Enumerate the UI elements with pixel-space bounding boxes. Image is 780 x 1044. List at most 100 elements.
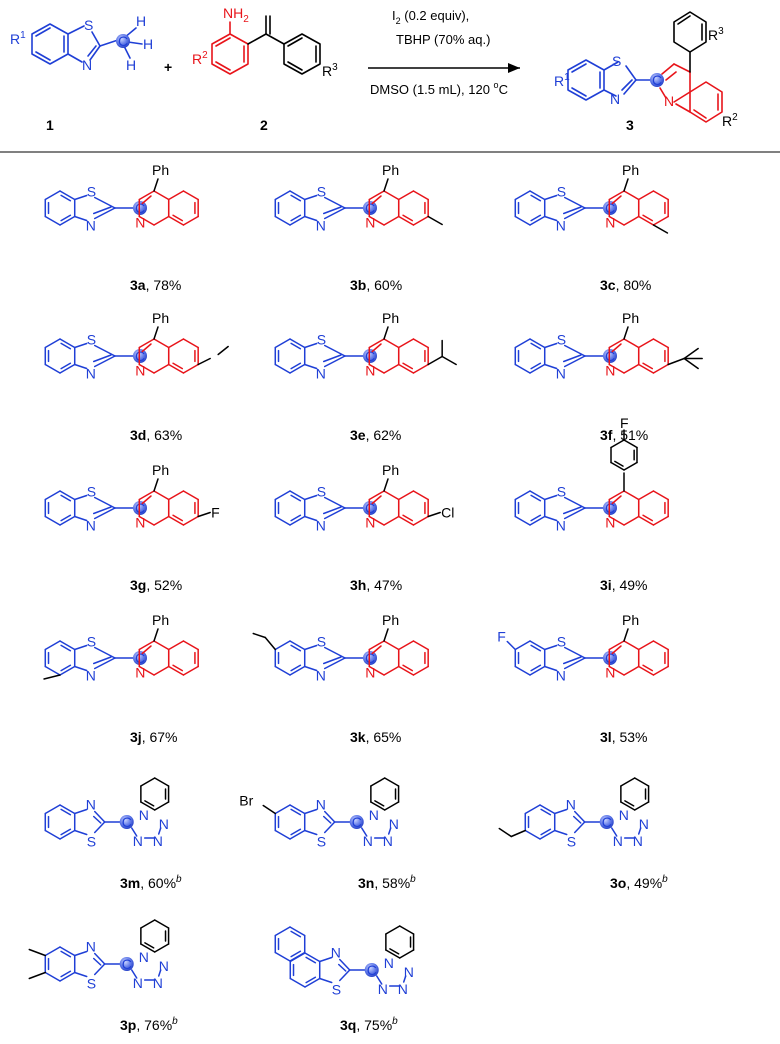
quinoline-bond — [167, 665, 185, 676]
atom-n: N — [605, 515, 615, 531]
atom-h: H — [126, 57, 136, 73]
atom-f: F — [211, 505, 220, 521]
pyridine-bond — [383, 801, 400, 811]
quinoline-bond — [368, 363, 385, 374]
quinoline-bond — [608, 490, 625, 501]
bond — [197, 357, 211, 366]
phenyl-label: Ph — [152, 612, 169, 628]
bond — [543, 194, 558, 201]
bond — [338, 969, 351, 982]
quinoline-bond — [637, 515, 655, 526]
atom-c: C — [135, 500, 145, 516]
atom-c: C — [135, 200, 145, 216]
quinoline-bond — [652, 215, 669, 226]
compound-label: 3f, 51% — [600, 427, 648, 443]
benzothiazole-bond — [274, 363, 291, 374]
atom-n: N — [633, 833, 643, 849]
compound-label: 3k, 65% — [350, 729, 401, 745]
atom-n: N — [86, 518, 96, 534]
atom-n: N — [316, 366, 326, 382]
phenyl-label: Ph — [382, 162, 399, 178]
benzothiazole-bond — [540, 808, 552, 816]
atom-c: C — [365, 200, 375, 216]
pyridine-bond — [370, 801, 386, 811]
quinoline-bond — [383, 363, 400, 374]
atom-c: C — [352, 814, 362, 830]
bond — [383, 478, 389, 492]
bond — [573, 821, 586, 834]
benzothiazole-bond — [59, 338, 76, 349]
quinoline-bond — [153, 190, 170, 201]
quinoline-bond — [652, 338, 669, 349]
atom-c: C — [122, 956, 132, 972]
compound-label: 3q, 75%b — [340, 1016, 398, 1033]
atom-n: N — [133, 833, 143, 849]
bond — [563, 507, 586, 520]
pyridine-bond — [383, 777, 400, 787]
quinoline-bond — [623, 338, 640, 349]
carbon-dot — [116, 34, 130, 48]
atom-s: S — [557, 634, 566, 650]
benzothiazole-bond — [529, 215, 546, 226]
benzothiazole-bond — [290, 514, 302, 522]
bond — [667, 357, 685, 366]
quinoline-bond — [608, 640, 625, 651]
benzothiazole-bond — [44, 215, 61, 226]
benzothiazole-bond — [59, 804, 76, 815]
quinoline-bond — [182, 338, 199, 349]
bond — [303, 342, 318, 349]
quinoline-bond — [138, 338, 155, 349]
atom-n: N — [139, 807, 149, 823]
atom-n: N — [619, 807, 629, 823]
quinoline-bond — [383, 338, 400, 349]
benzothiazole-bond — [44, 338, 61, 349]
atom-c: C — [367, 962, 377, 978]
bond — [73, 644, 88, 651]
quinoline-bond — [397, 515, 415, 526]
reactant-1-label: 1 — [46, 117, 54, 133]
quinoline-bond — [402, 362, 414, 370]
benzothiazole-bond — [274, 215, 291, 226]
pyridine-bond — [620, 801, 636, 811]
benzothiazole-bond — [304, 977, 321, 988]
benzothiazole-bond — [529, 338, 546, 349]
benzothiazole-bond — [530, 194, 542, 202]
benzothiazole-bond — [290, 644, 302, 652]
bond — [323, 646, 346, 659]
aryl-bond — [614, 460, 624, 467]
atom-s: S — [557, 332, 566, 348]
quinoline-bond — [153, 515, 170, 526]
benzothiazole-bond — [60, 950, 72, 958]
atom-n: N — [135, 515, 145, 531]
benzothiazole-bond — [289, 338, 306, 349]
carbon-dot — [364, 963, 379, 977]
atom-n: N — [369, 807, 379, 823]
bond — [572, 815, 582, 824]
quinoline-bond — [397, 363, 415, 374]
atom-n: N — [363, 833, 373, 849]
compound-label: 3b, 60% — [350, 277, 402, 293]
benzothiazole-bond — [289, 926, 306, 937]
benzothiazole-bond — [514, 490, 531, 501]
bond — [93, 496, 116, 509]
carbon-dot — [349, 815, 364, 829]
quinoline-bond — [623, 190, 640, 201]
quinoline-bond — [153, 665, 170, 676]
bond — [322, 656, 342, 665]
bond — [141, 343, 152, 353]
quinoline-bond — [368, 665, 385, 676]
benzothiazole-bond — [530, 214, 542, 222]
atom-n: N — [153, 833, 163, 849]
quinoline-bond — [412, 490, 429, 501]
quinoline-bond — [138, 665, 155, 676]
atom-n: N — [316, 668, 326, 684]
quinoline-bond — [167, 363, 185, 374]
benzothiazole-bond — [44, 363, 61, 374]
benzothiazole-bond — [60, 214, 72, 222]
pyridine-bond — [633, 801, 650, 811]
r2-label: R2 — [722, 112, 738, 129]
